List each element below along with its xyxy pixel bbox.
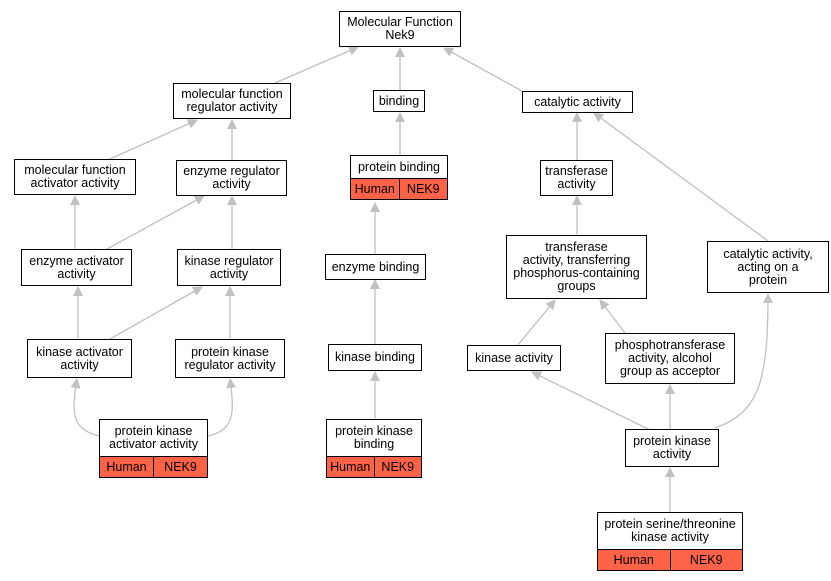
edge-kinase-activator-to-kinase-regulator [109, 286, 203, 340]
node-label: catalytic activity [534, 94, 621, 109]
node-label: transferase activity, transferring phosp… [513, 240, 640, 293]
node-label: enzyme regulator activity [183, 164, 280, 191]
node-molecular-function-activator-activity[interactable]: molecular function activator activity [14, 159, 136, 195]
node-label: kinase activity [475, 350, 553, 365]
annotation-species: Human [330, 460, 371, 474]
node-label: protein kinase activator activity [109, 424, 198, 451]
node-label: enzyme activator activity [29, 253, 124, 281]
annotation-row: Human NEK9 [351, 178, 447, 199]
node-protein-kinase-binding[interactable]: protein kinase binding Human NEK9 [326, 419, 422, 478]
edge-protein-kinase-activity-to-kinase-activity [531, 371, 651, 431]
node-enzyme-binding[interactable]: enzyme binding [325, 254, 426, 280]
node-label: molecular function activator activity [24, 163, 126, 190]
node-kinase-activity[interactable]: kinase activity [467, 345, 561, 371]
annotation-gene[interactable]: NEK9 [398, 179, 448, 199]
edge-catalytic-protein-to-catalytic [593, 112, 769, 242]
annotation-species: Human [354, 182, 395, 196]
node-label: catalytic activity, acting on a protein [723, 246, 813, 287]
annotation-row: Human NEK9 [598, 549, 742, 570]
node-protein-binding[interactable]: protein binding Human NEK9 [350, 155, 448, 200]
node-molecular-function-regulator-activity[interactable]: molecular function regulator activity [173, 83, 291, 119]
edge-protein-kinase-activity-to-catalytic-protein [714, 293, 773, 429]
edge-protein-kinase-activator-to-kinase-activator [70, 378, 101, 437]
node-label: molecular function regulator activity [181, 87, 283, 114]
node-label: protein kinase activity [633, 434, 711, 461]
node-enzyme-regulator-activity[interactable]: enzyme regulator activity [176, 160, 287, 196]
annotation-row: Human NEK9 [327, 456, 421, 477]
node-label: protein serine/threonine kinase activity [604, 517, 736, 544]
edge-phosphotransferase-to-transferase-phos [599, 299, 626, 334]
node-label: Molecular Function Nek9 [347, 15, 453, 42]
node-kinase-activator-activity[interactable]: kinase activator activity [27, 339, 132, 378]
node-enzyme-activator-activity[interactable]: enzyme activator activity [21, 249, 132, 286]
node-protein-serine-threonine-kinase-activity[interactable]: protein serine/threonine kinase activity… [597, 512, 743, 571]
node-label: transferase activity [545, 164, 608, 191]
annotation-row: Human NEK9 [100, 456, 207, 477]
node-label: protein kinase regulator activity [184, 344, 276, 372]
annotation-gene[interactable]: NEK9 [153, 457, 207, 477]
edge-protein-kinase-activator-to-protein-kinase-regulator [207, 378, 237, 437]
node-binding[interactable]: binding [373, 90, 425, 112]
annotation-gene[interactable]: NEK9 [373, 457, 422, 477]
node-protein-kinase-regulator-activity[interactable]: protein kinase regulator activity [175, 339, 285, 378]
node-molecular-function-root[interactable]: Molecular Function Nek9 [339, 11, 461, 47]
node-label: enzyme binding [331, 259, 420, 274]
node-catalytic-activity[interactable]: catalytic activity [522, 91, 633, 113]
node-kinase-binding[interactable]: kinase binding [328, 344, 422, 371]
node-kinase-regulator-activity[interactable]: kinase regulator activity [177, 249, 281, 286]
edge-enzyme-activator-to-enzyme-regulator [106, 195, 205, 250]
edge-layer [70, 45, 773, 512]
edge-mf-regulator-to-root [274, 45, 359, 84]
node-protein-kinase-activity[interactable]: protein kinase activity [625, 429, 719, 467]
node-label: binding [378, 93, 420, 108]
node-label: kinase activator activity [36, 344, 123, 372]
edge-kinase-activity-to-transferase-phos [517, 299, 556, 346]
annotation-species: Human [613, 553, 654, 567]
node-label: protein binding [357, 159, 440, 174]
node-protein-kinase-activator-activity[interactable]: protein kinase activator activity Human … [99, 419, 208, 478]
edge-catalytic-to-root [443, 47, 523, 92]
node-label: kinase regulator activity [184, 253, 274, 281]
node-transferase-phosphorus-groups[interactable]: transferase activity, transferring phosp… [506, 235, 647, 299]
node-label: phosphotransferase activity, alcohol gro… [614, 338, 726, 378]
node-transferase-activity[interactable]: transferase activity [540, 160, 613, 196]
annotation-gene[interactable]: NEK9 [669, 550, 743, 570]
node-label: protein kinase binding [335, 424, 413, 451]
edge-mf-activator-to-mf-regulator [109, 119, 198, 160]
annotation-species: Human [106, 460, 147, 474]
node-catalytic-activity-acting-on-protein[interactable]: catalytic activity, acting on a protein [707, 241, 829, 293]
node-phosphotransferase-alcohol-acceptor[interactable]: phosphotransferase activity, alcohol gro… [605, 333, 735, 384]
node-label: kinase binding [335, 350, 415, 364]
